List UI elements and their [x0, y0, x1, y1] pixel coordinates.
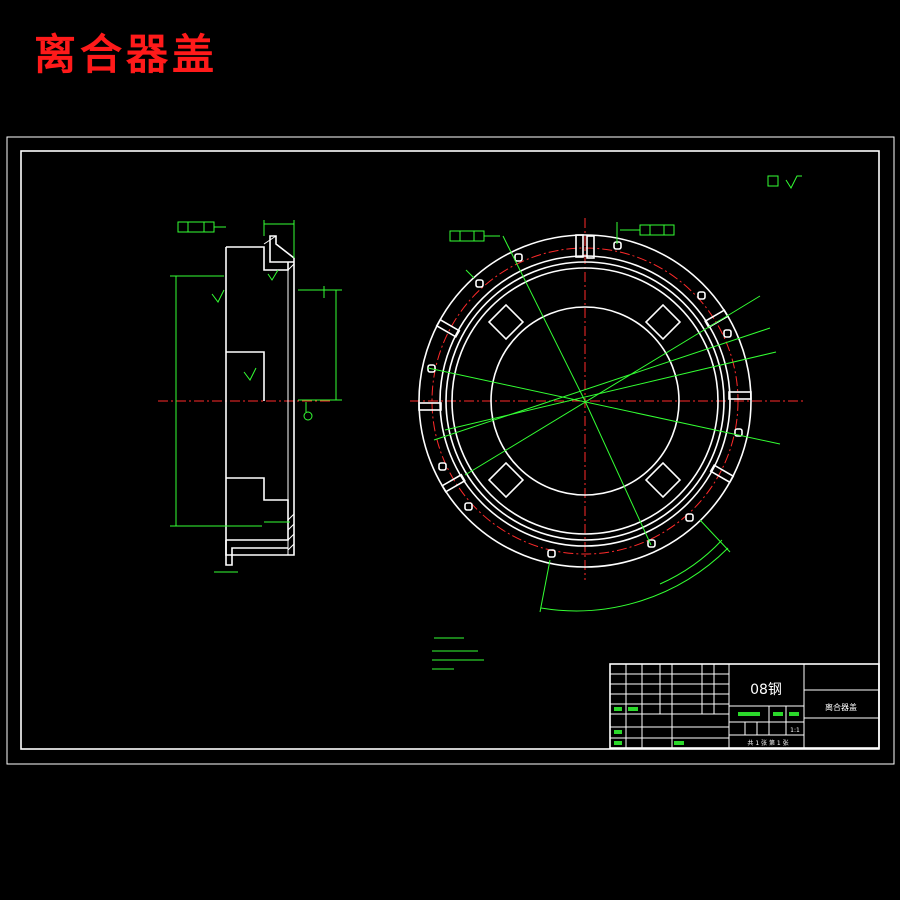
outer-rim [418, 234, 752, 568]
flange-inner [451, 267, 719, 535]
bolt-holes [427, 241, 743, 558]
square-windows [487, 303, 682, 499]
rim-slots [418, 234, 752, 493]
technical-notes [432, 637, 484, 670]
section-view [158, 220, 342, 573]
diameter-leaders [427, 222, 781, 546]
material-label: 08钢 [750, 682, 782, 698]
angle-arc-lower [540, 547, 729, 612]
rim-inner-edge [439, 255, 731, 547]
outer-sheet-border [6, 136, 895, 765]
section-outline [225, 235, 295, 556]
inner-frame-border [20, 150, 880, 750]
center-bore [490, 306, 680, 496]
drawing-title: 离合器盖 [34, 30, 219, 79]
section-hatch-strip [287, 261, 295, 556]
tolerance-frame-front-left [449, 230, 500, 242]
part-name-label: 离合器盖 [825, 702, 857, 712]
sheet-label: 共 1 张 第 1 张 [747, 739, 788, 747]
angle-arc-small [659, 539, 723, 585]
tolerance-frame-left [177, 221, 226, 233]
front-view [410, 218, 806, 613]
roughness-symbol [767, 175, 802, 190]
title-block: 08钢 离合器盖 1:1 共 1 张 第 1 张 [609, 663, 880, 749]
bolt-circle-centerline [431, 247, 739, 555]
flange-outer [445, 261, 725, 541]
tolerance-frame-front-right [620, 224, 675, 236]
scale-label: 1:1 [790, 727, 800, 734]
